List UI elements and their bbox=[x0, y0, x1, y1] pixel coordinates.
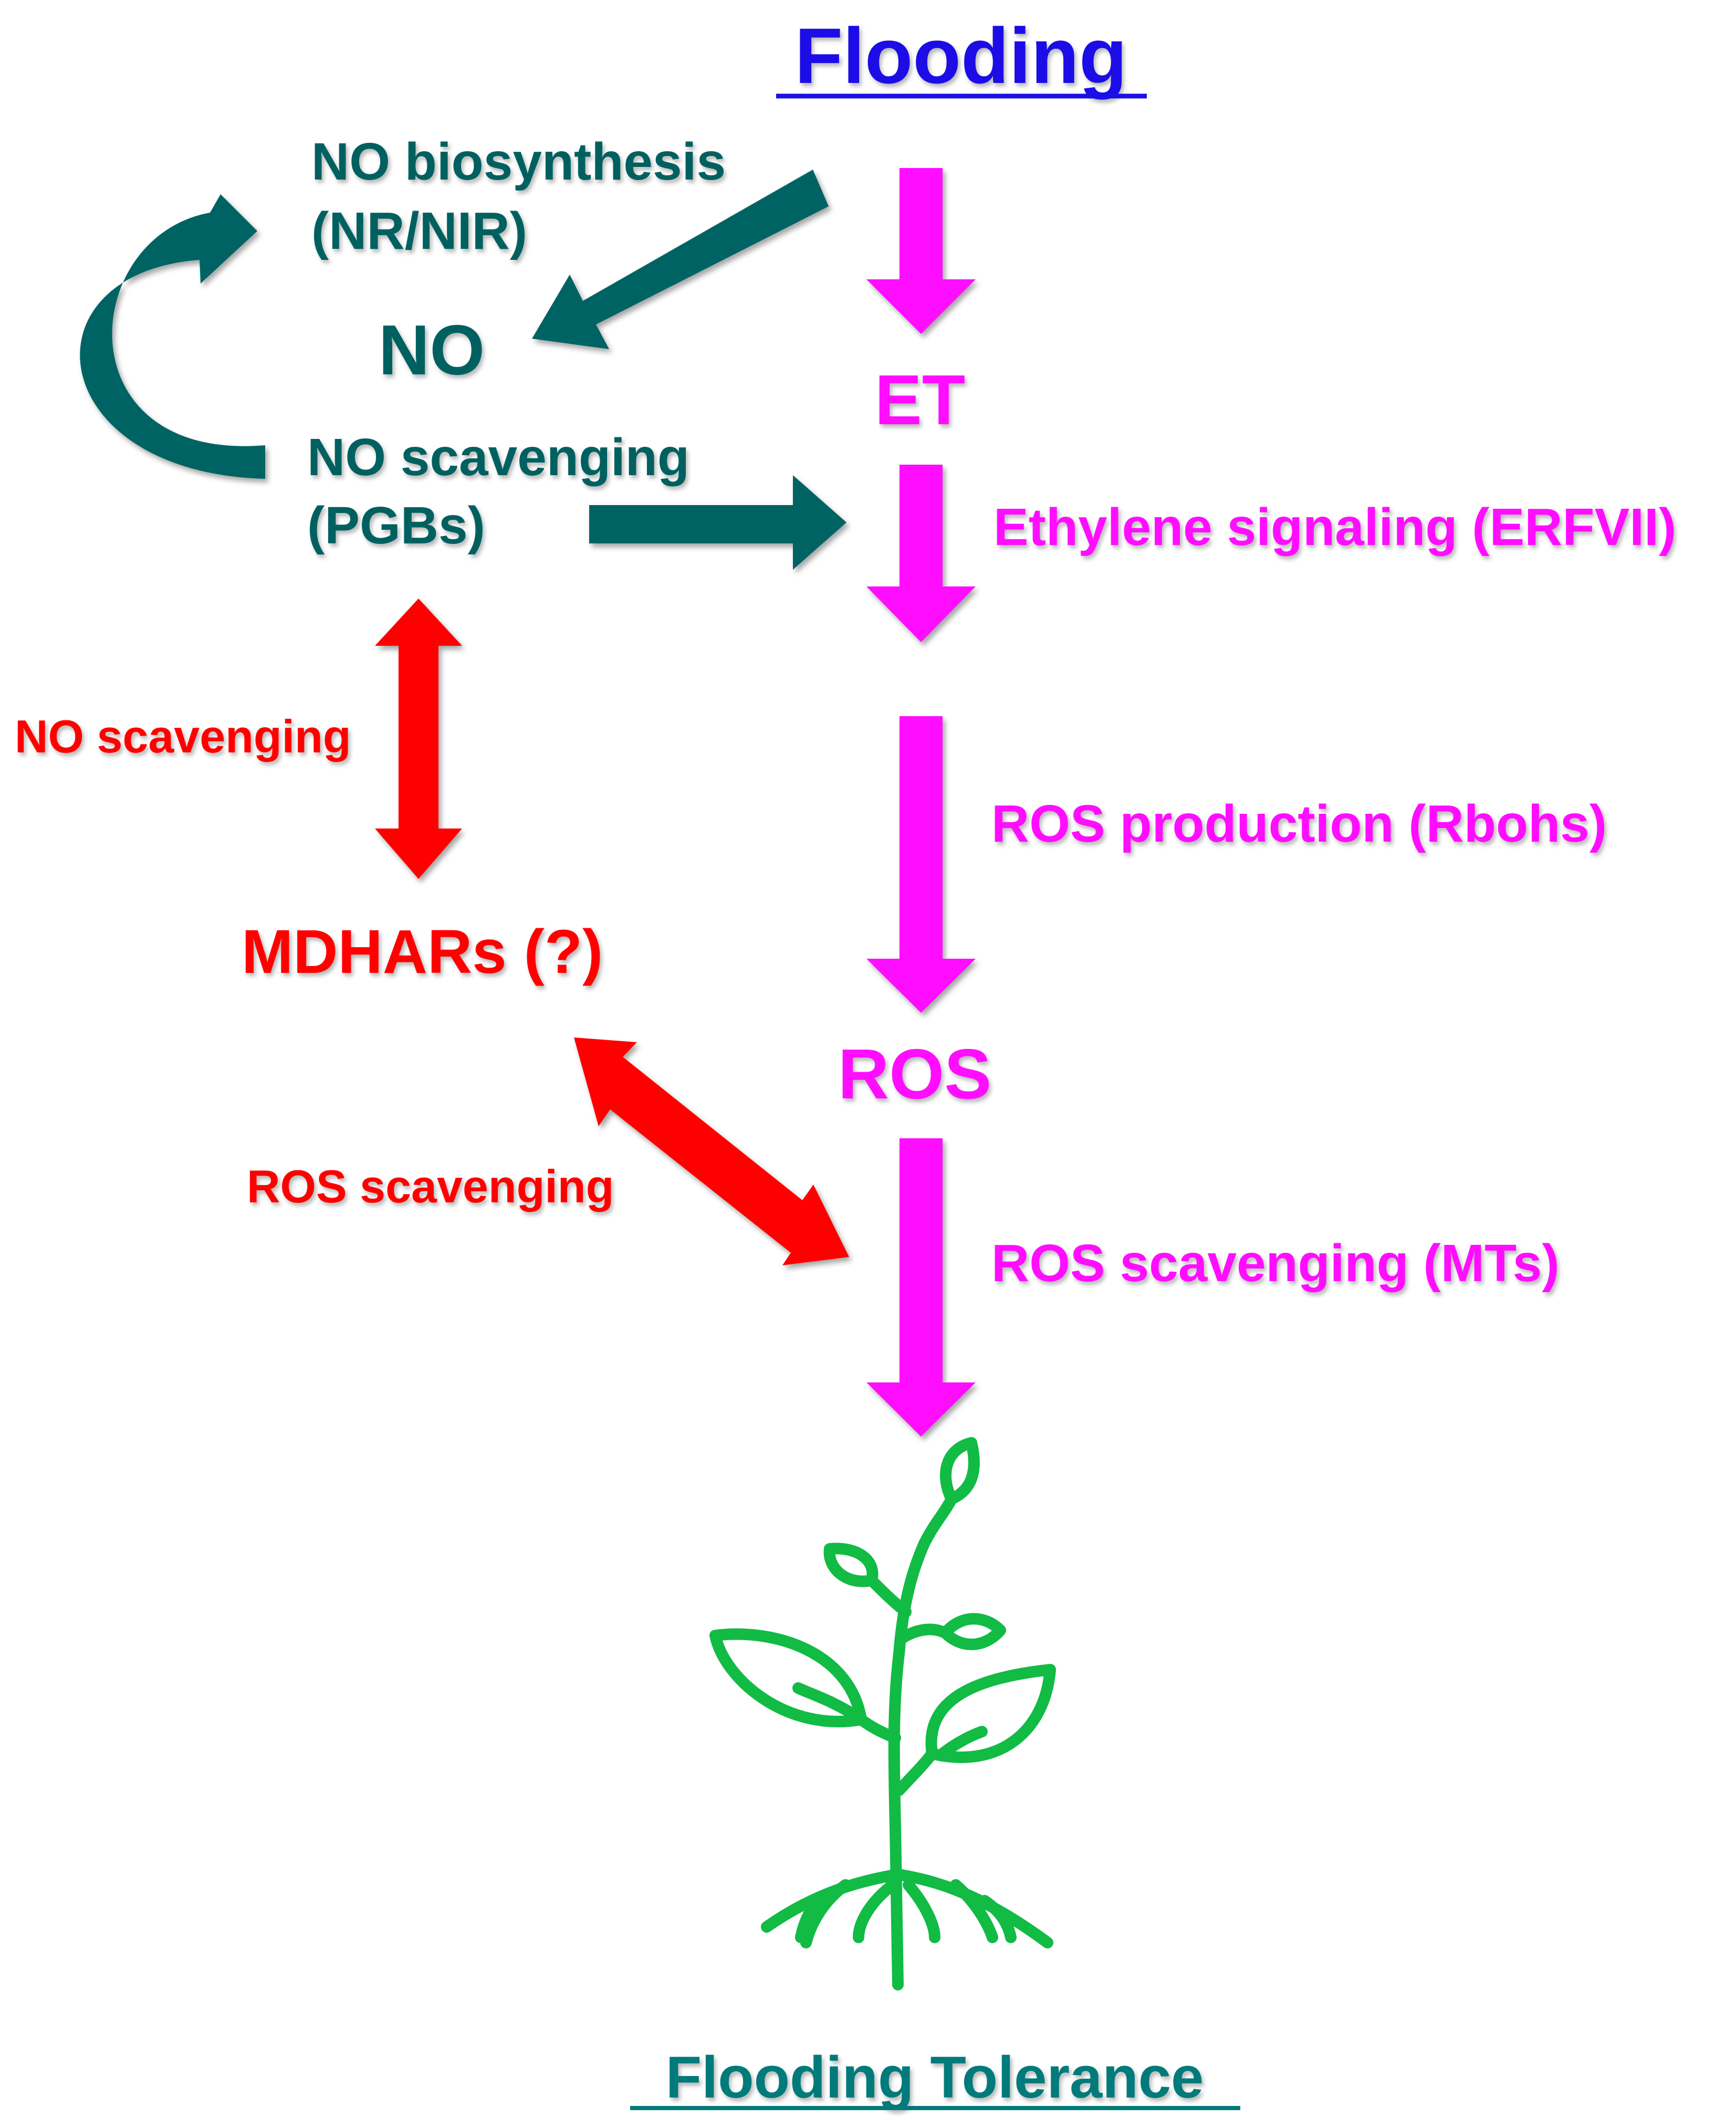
no-biosynthesis-enzymes: (NR/NIR) bbox=[311, 202, 527, 260]
plant-seedling-icon bbox=[709, 1437, 1056, 1990]
ros-node: ROS bbox=[838, 1034, 992, 1114]
no-scavenging-double-arrow bbox=[375, 599, 462, 879]
footer-title: Flooding Tolerance bbox=[666, 2045, 1204, 2110]
et-to-signaling-arrow bbox=[866, 465, 976, 642]
ros-scavenging-red-label: ROS scavenging bbox=[247, 1160, 614, 1212]
et-node: ET bbox=[875, 360, 966, 439]
no-biosynthesis-label: NO biosynthesis bbox=[311, 132, 726, 191]
no-scavenging-red-label: NO scavenging bbox=[15, 710, 351, 762]
diagram-title: Flooding bbox=[794, 12, 1127, 100]
ros-production-label: ROS production (Rbohs) bbox=[991, 794, 1607, 853]
flooding-to-no-arrow bbox=[532, 170, 829, 349]
ethylene-signaling-label: Ethylene signaling (ERFVII) bbox=[994, 498, 1676, 557]
signaling-to-ros-arrow bbox=[866, 716, 976, 1013]
ros-to-tolerance-arrow bbox=[866, 1138, 976, 1437]
mdhars-node: MDHARs (?) bbox=[242, 917, 603, 987]
pgbs-to-et-signaling-arrow bbox=[589, 475, 846, 570]
no-scavenging-enzymes: (PGBs) bbox=[307, 496, 485, 555]
no-scavenging-label: NO scavenging bbox=[307, 428, 689, 487]
no-node: NO bbox=[379, 310, 485, 390]
flooding-to-et-arrow bbox=[866, 168, 976, 334]
no-feedback-curved-arrow bbox=[80, 194, 265, 479]
ros-scavenging-double-arrow bbox=[574, 1037, 849, 1265]
ros-scavenging-mts-label: ROS scavenging (MTs) bbox=[991, 1234, 1560, 1293]
